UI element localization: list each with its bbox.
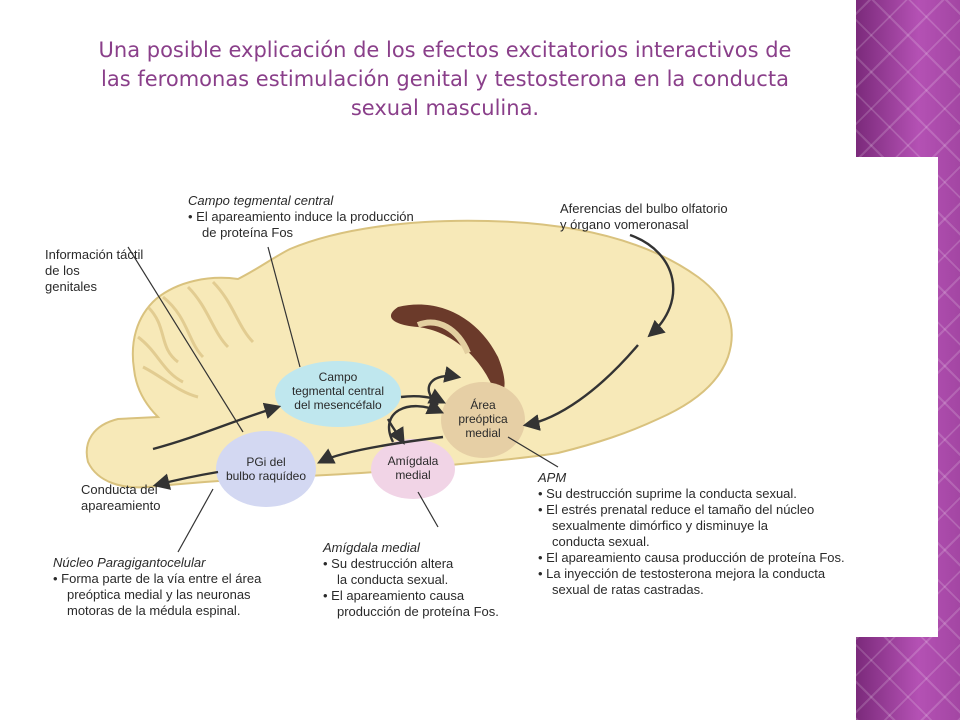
brain-outline	[85, 219, 733, 489]
amigdala-label-title: Amígdala medial	[323, 540, 420, 555]
apm-label-item-7: sexual de ratas castradas.	[552, 582, 704, 597]
node-label-campo-line-1: Campo	[318, 370, 358, 384]
nucleo-label-title: Núcleo Paragigantocelular	[53, 555, 206, 570]
cerebellum-folds	[137, 280, 255, 399]
amigdala-label-item-1: • Su destrucción altera	[323, 556, 454, 571]
amigdala-label-item-4: producción de proteína Fos.	[337, 604, 499, 619]
campo-tegmental-label: Campo tegmental central • El apareamient…	[188, 193, 414, 241]
apm-label-title: APM	[538, 470, 567, 485]
apm-label-item-3: sexualmente dimórfico y disminuye la	[552, 518, 769, 533]
pointer-campo	[267, 246, 301, 368]
conducta-label: Conducta del apareamiento	[81, 482, 161, 514]
conducta-line-2: apareamiento	[81, 498, 161, 513]
arrow-tactil-to-campo	[152, 402, 282, 451]
node-area-preoptica	[441, 382, 525, 458]
tactil-line-2: de los	[45, 263, 80, 278]
node-label-amigdala-line-1: Amígdala	[387, 454, 439, 468]
arrow-olfatorio	[629, 233, 675, 338]
tactil-line-1: Información táctil	[45, 247, 144, 262]
amigdala-label-item-3: • El apareamiento causa	[323, 588, 465, 603]
arrow-area-to-pgi	[316, 435, 444, 464]
nucleo-paragigantocelular-label: Núcleo Paragigantocelular • Forma parte …	[53, 555, 261, 619]
node-campo-tegmental	[275, 361, 401, 427]
tactil-label: Información táctil de los genitales	[45, 247, 143, 295]
node-amigdala-medial	[371, 439, 455, 499]
node-label-area-line-3: medial	[465, 426, 501, 440]
apm-label: APM • Su destrucción suprime la conducta…	[538, 470, 845, 598]
campo-label-item-1: • El apareamiento induce la producción	[188, 209, 414, 224]
node-label-amigdala: Amígdala medial	[378, 454, 448, 482]
arrow-olfatorio-to-area	[522, 344, 639, 431]
amigdala-label-item-2: la conducta sexual.	[337, 572, 449, 587]
campo-label-title: Campo tegmental central	[188, 193, 334, 208]
node-label-pgi-line-2: bulbo raquídeo	[225, 469, 307, 483]
node-label-campo: Campo tegmental central del mesencéfalo	[285, 370, 391, 412]
node-label-campo-line-2: tegmental central	[291, 384, 385, 398]
node-label-amigdala-line-2: medial	[395, 468, 431, 482]
aferencias-line-1: Aferencias del bulbo olfatorio	[560, 201, 728, 216]
apm-label-item-2: • El estrés prenatal reduce el tamaño de…	[538, 502, 815, 517]
apm-label-item-1: • Su destrucción suprime la conducta sex…	[538, 486, 797, 501]
pointer-nucleo	[177, 488, 214, 553]
brain-diagram	[85, 219, 733, 553]
node-label-area: Área preóptica medial	[446, 398, 520, 440]
node-pgi	[216, 431, 316, 507]
pointer-apm	[507, 436, 559, 468]
node-label-area-line-1: Área	[470, 398, 496, 412]
apm-label-item-6: • La inyección de testosterona mejora la…	[538, 566, 826, 581]
pointer-amigdala	[417, 491, 439, 528]
aferencias-label: Aferencias del bulbo olfatorio y órgano …	[560, 201, 728, 233]
tactil-line-3: genitales	[45, 279, 98, 294]
node-label-pgi-line-1: PGi del	[246, 455, 286, 469]
apm-label-item-5: • El apareamiento causa producción de pr…	[538, 550, 845, 565]
aferencias-line-2: y órgano vomeronasal	[560, 217, 689, 232]
amigdala-medial-label: Amígdala medial • Su destrucción altera …	[323, 540, 499, 620]
node-label-pgi: PGi del bulbo raquídeo	[218, 455, 314, 483]
corpus-inner	[416, 319, 471, 355]
arrow-amigdala-to-area	[387, 398, 445, 443]
slide-title: Una posible explicación de los efectos e…	[98, 38, 792, 120]
figure-panel: Campo tegmental central del mesencéfalo …	[38, 157, 938, 637]
campo-label-item-2: de proteína Fos	[202, 225, 294, 240]
node-label-area-line-2: preóptica	[458, 412, 508, 426]
node-label-campo-line-3: del mesencéfalo	[294, 398, 382, 412]
nucleo-label-item-1: • Forma parte de la vía entre el área	[53, 571, 262, 586]
nucleo-label-item-3: motoras de la médula espinal.	[67, 603, 241, 618]
arrow-pgi-to-conducta	[152, 470, 219, 490]
conducta-line-1: Conducta del	[81, 482, 158, 497]
nucleo-label-item-2: preóptica medial y las neuronas	[67, 587, 251, 602]
pointer-tactil	[127, 246, 244, 433]
apm-label-item-4: conducta sexual.	[552, 534, 650, 549]
